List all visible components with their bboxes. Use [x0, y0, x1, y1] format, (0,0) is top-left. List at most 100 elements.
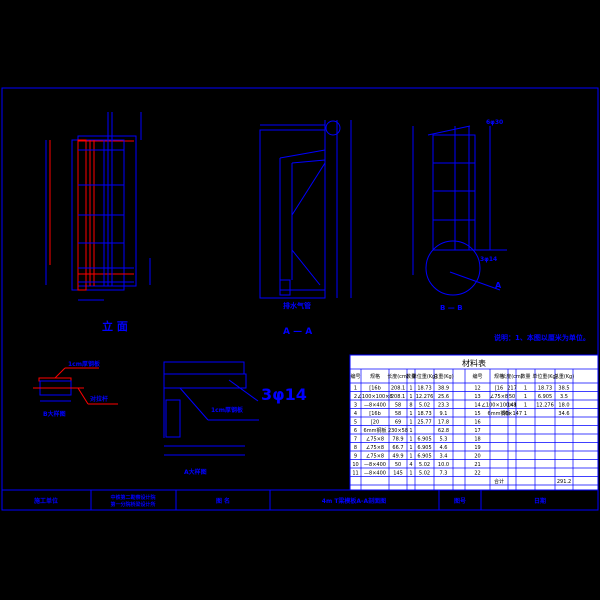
table-cell: 230×58	[388, 428, 408, 434]
table-cell: 12.276	[536, 403, 554, 409]
table-cell: 34.6	[558, 411, 569, 417]
callout-a: A	[495, 281, 502, 290]
table-cell: 1	[524, 411, 527, 417]
table-header: 单位重(Kg)	[532, 373, 557, 380]
table-cell: 6	[354, 428, 357, 434]
date-label: 日期	[534, 497, 546, 505]
drawing-name-label: 图 名	[216, 497, 230, 505]
anchor-label: 6φ30	[486, 119, 503, 126]
table-cell: 7.3	[440, 471, 448, 477]
table-cell: 66.7	[392, 445, 403, 451]
table-cell: 1	[409, 471, 412, 477]
table-cell: 6.905	[417, 454, 431, 460]
table-cell: 18.73	[538, 386, 552, 392]
table-cell: 18.73	[417, 411, 431, 417]
table-cell: 208.1	[391, 394, 405, 400]
table-cell: 19	[474, 445, 480, 451]
table-cell: 8	[354, 445, 357, 451]
table-cell: 6.905	[417, 437, 431, 443]
table-cell: —8×400	[364, 462, 386, 468]
drawing-name: 4m T梁模板A-A剖面图	[322, 497, 386, 505]
table-cell: 18.73	[417, 386, 431, 392]
table-cell: 3.4	[440, 454, 448, 460]
detail-b: 1cm厚钢板 对拉杆 B大样图	[33, 360, 118, 418]
table-cell: 9.1	[440, 411, 448, 417]
table-cell: [20	[371, 420, 379, 426]
table-cell: 5.02	[419, 462, 430, 468]
elevation-view: 立 面	[45, 112, 151, 333]
table-cell: —8×400	[364, 403, 386, 409]
table-cell: 1	[524, 386, 527, 392]
table-cell: 49.9	[392, 454, 403, 460]
table-cell: 145	[393, 471, 403, 477]
table-cell: 217	[507, 386, 517, 392]
table-cell: 5.02	[419, 403, 430, 409]
table-cell: 1	[409, 437, 412, 443]
table-cell: 8	[409, 403, 412, 409]
table-cell: 1	[409, 420, 412, 426]
drawing-frame	[1, 87, 599, 511]
table-cell: 50	[395, 462, 401, 468]
table-header: 数量	[406, 373, 416, 380]
table-cell: 20	[474, 454, 480, 460]
table-cell: [16	[495, 386, 503, 392]
table-cell: 25.6	[438, 394, 449, 400]
table-cell: [16b	[369, 386, 381, 392]
table-header: 单位重(Kg)	[412, 373, 437, 380]
table-cell: 208.1	[391, 386, 405, 392]
detail-b-title: B大样图	[43, 410, 66, 418]
table-cell: 4.6	[440, 445, 448, 451]
table-cell: 1	[409, 386, 412, 392]
table-cell: 11	[352, 471, 358, 477]
table-cell: 10	[352, 462, 358, 468]
table-header: 数量	[520, 373, 530, 380]
table-cell: 18.0	[558, 403, 569, 409]
table-header: 规格	[494, 373, 504, 380]
table-cell: 1	[409, 428, 412, 434]
table-cell: 4	[409, 462, 412, 468]
table-cell: ∠75×8	[366, 454, 384, 460]
table-cell: 10.0	[438, 462, 449, 468]
table-cell: 6mm钢板	[364, 427, 387, 434]
table-cell: 1	[409, 394, 412, 400]
table-cell: 12	[474, 386, 480, 392]
table-cell: 78.9	[392, 437, 403, 443]
table-cell: ∠75×8	[366, 445, 384, 451]
table-cell: 38.9	[438, 386, 449, 392]
bolt-label-bb: 3φ14	[480, 256, 497, 263]
table-cell: ∠75×8	[366, 437, 384, 443]
table-cell: 58	[395, 403, 401, 409]
table-cell: 6mm钢板	[488, 410, 511, 417]
table-cell: 1	[524, 394, 527, 400]
table-header: 长度(cm)	[501, 373, 523, 380]
table-cell: 25.77	[417, 420, 431, 426]
table-cell: 58	[395, 411, 401, 417]
table-cell: 38.5	[558, 386, 569, 392]
construction-unit-label: 施工单位	[34, 497, 58, 505]
table-cell: 2	[354, 394, 357, 400]
table-cell: 1	[524, 403, 527, 409]
table-cell: 1	[409, 445, 412, 451]
drawing-number-label: 图号	[454, 497, 466, 505]
table-header: 编号	[350, 373, 360, 380]
title-block: 施工单位 中铁第二勘察设计院 第一分院桥梁设计所 图 名 4m T梁模板A-A剖…	[2, 489, 598, 510]
table-cell: 14	[474, 403, 480, 409]
table-cell: 7	[354, 437, 357, 443]
total-label: 合计	[494, 478, 504, 485]
total-value: 291.2	[557, 479, 571, 485]
table-cell: 16	[474, 420, 480, 426]
table-cell: 5	[354, 420, 357, 426]
bolt-label: 3φ14	[261, 385, 307, 404]
table-cell: 3	[354, 403, 357, 409]
table-header: 长度(cm)	[387, 373, 409, 380]
table-cell: 50×147	[502, 411, 522, 417]
table-cell: 15	[474, 411, 480, 417]
table-cell: 22	[474, 471, 480, 477]
section-bb-title: B — B	[440, 304, 463, 312]
section-aa-view: 排水气管 A — A	[259, 120, 352, 337]
table-cell: 12.276	[416, 394, 434, 400]
table-cell: 5.3	[440, 437, 448, 443]
table-cell: 1	[409, 454, 412, 460]
table-cell: 5.02	[419, 471, 430, 477]
